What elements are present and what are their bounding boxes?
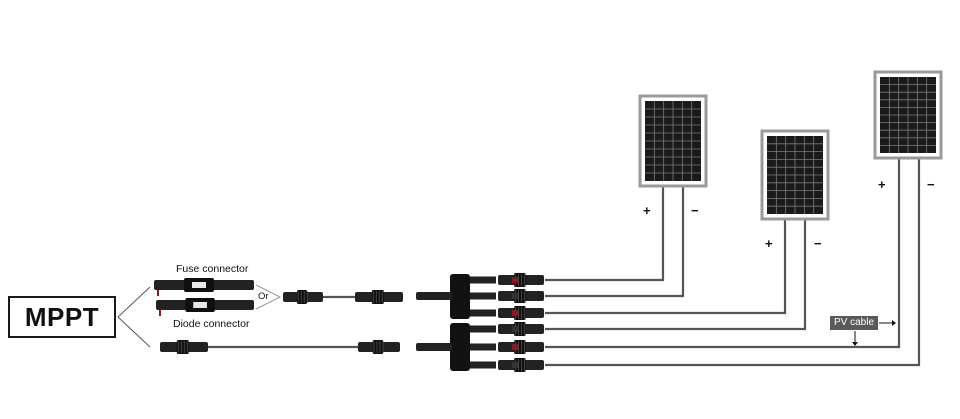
connector-nut xyxy=(372,340,384,354)
connector-marking xyxy=(193,302,207,308)
panel-2-minus: − xyxy=(814,236,822,251)
connector-nut xyxy=(514,340,526,354)
solar-panel-icon xyxy=(760,129,830,221)
pv-cable-label: PV cable xyxy=(830,316,878,330)
branch-connector-icon xyxy=(416,323,496,371)
connector-seal xyxy=(512,344,518,350)
connector-nut xyxy=(514,358,526,372)
arrow-head xyxy=(852,342,858,346)
branch-hub xyxy=(450,274,470,319)
arrow-icon xyxy=(852,320,896,346)
mc4-connector-icon xyxy=(498,289,544,303)
mc4-connector-icon xyxy=(283,290,323,304)
pv-cable-line xyxy=(545,219,807,331)
mc4-connector-icon xyxy=(160,340,208,354)
or-label: Or xyxy=(258,291,269,302)
pv-cable-line xyxy=(117,286,151,318)
cable-group xyxy=(117,158,921,367)
pv-cable-line xyxy=(545,187,665,282)
mc4-connector-icon xyxy=(498,340,544,354)
or-bracket xyxy=(255,284,282,310)
fuse-connector-icon xyxy=(154,278,254,296)
connector-seal xyxy=(512,310,518,316)
connector-marking xyxy=(192,282,206,288)
mc4-connector-icon xyxy=(355,290,403,304)
branch-stem xyxy=(416,292,452,300)
pv-cable-line xyxy=(545,219,787,315)
solar-panel-icon xyxy=(638,94,708,188)
solar-panel-icon xyxy=(873,70,943,160)
branch-stem xyxy=(416,343,452,351)
pv-cable-line xyxy=(117,316,151,348)
panel-2-plus: + xyxy=(765,236,773,251)
branch-hub xyxy=(450,323,470,371)
connector-nut xyxy=(176,340,189,354)
mc4-connector-icon xyxy=(498,273,544,287)
panel-3-plus: + xyxy=(878,177,886,192)
fuse-connector-label: Fuse connector xyxy=(176,263,249,275)
connector-seal xyxy=(512,362,518,368)
connector-nut xyxy=(514,306,526,320)
pv-cable-line xyxy=(545,158,921,367)
branch-connector-icon xyxy=(416,274,496,319)
pv-cable-line xyxy=(545,187,685,298)
mc4-connector-icon xyxy=(498,358,544,372)
pv-cable-line xyxy=(545,158,901,349)
mc4-connector-icon xyxy=(358,340,400,354)
connector-seal xyxy=(512,293,518,299)
panel-1-plus: + xyxy=(643,203,651,218)
arrow-head xyxy=(892,320,896,326)
connector-nut xyxy=(514,322,526,336)
connector-nut xyxy=(371,290,384,304)
panel-1-minus: − xyxy=(691,203,699,218)
connector-nut xyxy=(514,273,526,287)
panel-3-minus: − xyxy=(927,177,935,192)
diode-connector-icon xyxy=(156,298,254,316)
mppt-box: MPPT xyxy=(8,296,116,338)
connector-nut xyxy=(514,289,526,303)
diode-connector-label: Diode connector xyxy=(173,318,250,330)
connector-seal xyxy=(512,277,518,283)
mc4-connector-icon xyxy=(498,322,544,336)
mc4-connector-icon xyxy=(498,306,544,320)
connector-seal xyxy=(512,326,518,332)
